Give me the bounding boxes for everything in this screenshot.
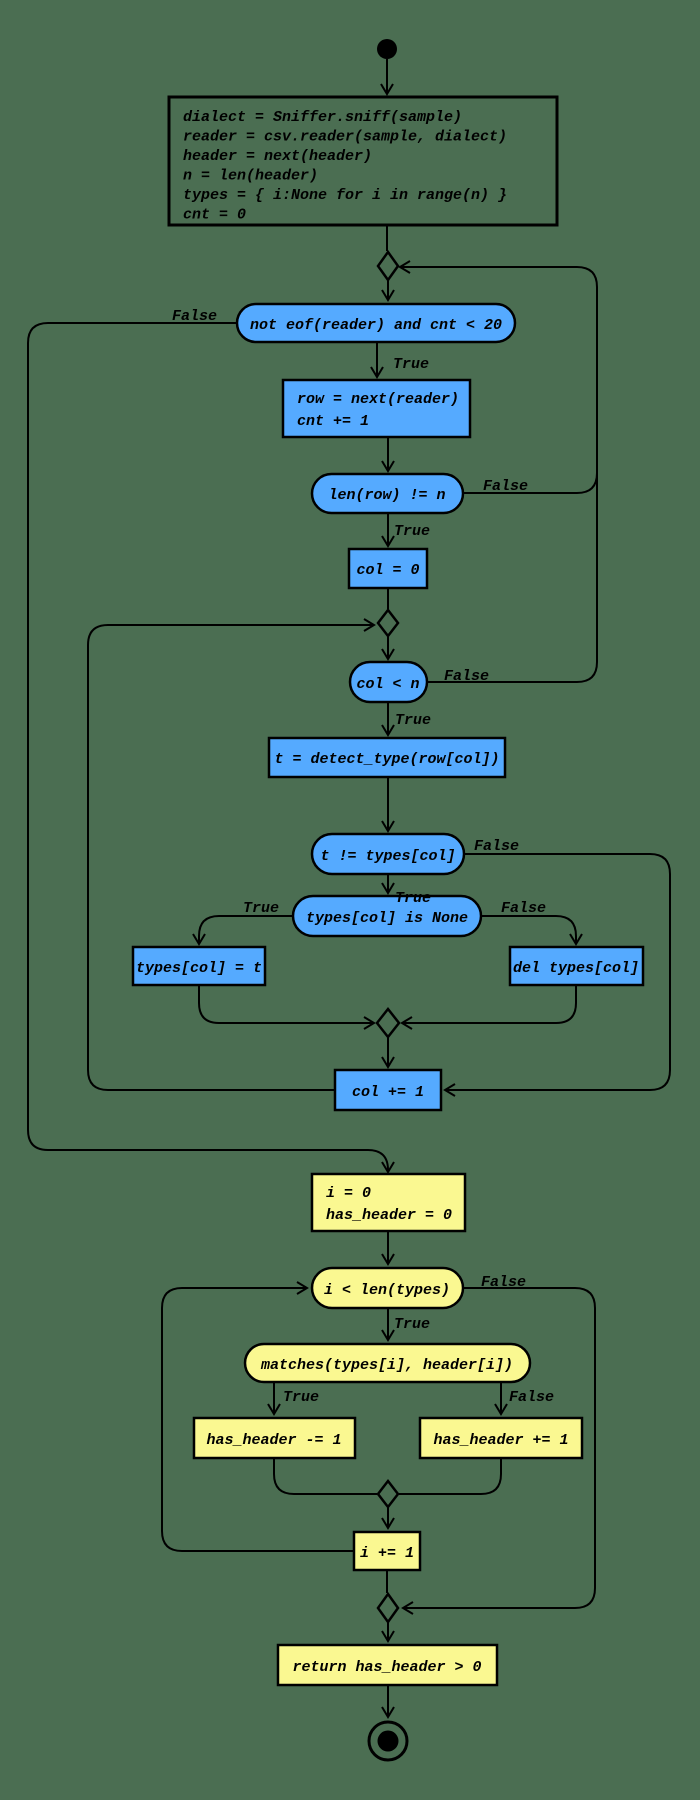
- header-init-line: i = 0: [326, 1185, 371, 1202]
- detect-type-label: t = detect_type(row[col]): [274, 751, 499, 768]
- col-init-node: col = 0: [347, 547, 429, 590]
- has-header-dec-label: has_header -= 1: [206, 1432, 341, 1449]
- typechanged-true-label: True: [395, 890, 431, 907]
- return-label: return has_header > 0: [292, 1659, 481, 1676]
- edge-while-false-exit: [27, 322, 395, 1174]
- while-condition-label: not eof(reader) and cnt < 20: [250, 317, 502, 334]
- typechanged-false-label: False: [474, 838, 519, 855]
- icond-false-label: False: [481, 1274, 526, 1291]
- read-row-line: cnt += 1: [297, 413, 369, 430]
- edge-isnone-false: [481, 915, 583, 946]
- col-inc-label: col += 1: [352, 1084, 424, 1101]
- end-node: [367, 1720, 409, 1762]
- has-header-inc-label: has_header += 1: [433, 1432, 568, 1449]
- merge-diamond-iloop-exit: [376, 1591, 400, 1625]
- merge-diamond-while: [376, 249, 400, 283]
- matches-false-label: False: [509, 1389, 554, 1406]
- merge-diamond-hasheader: [376, 1478, 400, 1510]
- lencheck-true-label: True: [394, 523, 430, 540]
- col-cond-node: col < n: [348, 660, 429, 704]
- code-line: dialect = Sniffer.sniff(sample): [183, 109, 462, 126]
- col-cond-label: col < n: [356, 676, 419, 693]
- edge-labels: False True False True False True False T…: [172, 308, 554, 1406]
- len-check-label: len(row) != n: [328, 487, 445, 504]
- merge-diamond-colloop: [376, 607, 400, 639]
- type-changed-node: t != types[col]: [310, 832, 466, 876]
- edge-isnone-true: [192, 915, 293, 946]
- isnone-true-label: True: [243, 900, 279, 917]
- matches-cond-node: matches(types[i], header[i]): [243, 1342, 532, 1384]
- colcond-false-label: False: [444, 668, 489, 685]
- i-cond-node: i < len(types): [310, 1266, 465, 1310]
- i-inc-node: i += 1: [352, 1530, 422, 1572]
- col-init-label: col = 0: [356, 562, 419, 579]
- edge-lencheck-false-join: [463, 455, 598, 494]
- len-check-node: len(row) != n: [310, 472, 465, 515]
- colcond-true-label: True: [395, 712, 431, 729]
- detect-type-node: t = detect_type(row[col]): [267, 736, 507, 779]
- while-condition-node: not eof(reader) and cnt < 20: [235, 302, 517, 344]
- i-cond-label: i < len(types): [324, 1282, 450, 1299]
- merge-diamond-branches: [375, 1006, 401, 1040]
- read-row-line: row = next(reader): [297, 391, 459, 408]
- set-type-label: types[col] = t: [136, 960, 262, 977]
- edge-deltype-to-merge3: [400, 985, 577, 1030]
- set-type-node: types[col] = t: [131, 945, 267, 987]
- init-code-block: dialect = Sniffer.sniff(sample) reader =…: [167, 95, 559, 227]
- while-false-label: False: [172, 308, 217, 325]
- matches-true-label: True: [283, 1389, 319, 1406]
- while-true-label: True: [393, 356, 429, 373]
- edges: [27, 59, 671, 1719]
- start-node: [377, 39, 397, 59]
- edge-hasinc-to-merge4: [399, 1458, 502, 1495]
- has-header-inc-node: has_header += 1: [418, 1416, 584, 1460]
- col-inc-node: col += 1: [333, 1068, 443, 1112]
- isnone-false-label: False: [501, 900, 546, 917]
- edge-icond-false: [401, 1287, 596, 1615]
- code-line: header = next(header): [183, 148, 372, 165]
- del-type-label: del types[col]: [513, 960, 639, 977]
- del-type-node: del types[col]: [508, 945, 645, 987]
- lencheck-false-label: False: [483, 478, 528, 495]
- edge-colinc-loopback: [87, 618, 376, 1091]
- code-line: n = len(header): [183, 168, 318, 185]
- code-line: reader = csv.reader(sample, dialect): [183, 129, 507, 146]
- edge-hasdec-to-merge4: [273, 1458, 377, 1495]
- type-is-none-node: types[col] is None: [291, 894, 483, 938]
- type-changed-label: t != types[col]: [320, 848, 455, 865]
- has-header-dec-node: has_header -= 1: [192, 1416, 357, 1460]
- edge-settype-to-merge3: [198, 985, 376, 1030]
- header-init-node: i = 0 has_header = 0: [310, 1172, 467, 1233]
- edge-typechanged-false: [443, 853, 671, 1097]
- read-row-node: row = next(reader) cnt += 1: [281, 378, 472, 439]
- code-line: types = { i:None for i in range(n) }: [183, 187, 507, 204]
- header-init-line: has_header = 0: [326, 1207, 452, 1224]
- type-is-none-label: types[col] is None: [306, 910, 468, 927]
- matches-cond-label: matches(types[i], header[i]): [260, 1357, 513, 1374]
- return-node: return has_header > 0: [276, 1643, 499, 1687]
- icond-true-label: True: [394, 1316, 430, 1333]
- code-line: cnt = 0: [183, 207, 246, 224]
- edge-iinc-loopback: [161, 1281, 354, 1552]
- i-inc-label: i += 1: [360, 1545, 414, 1562]
